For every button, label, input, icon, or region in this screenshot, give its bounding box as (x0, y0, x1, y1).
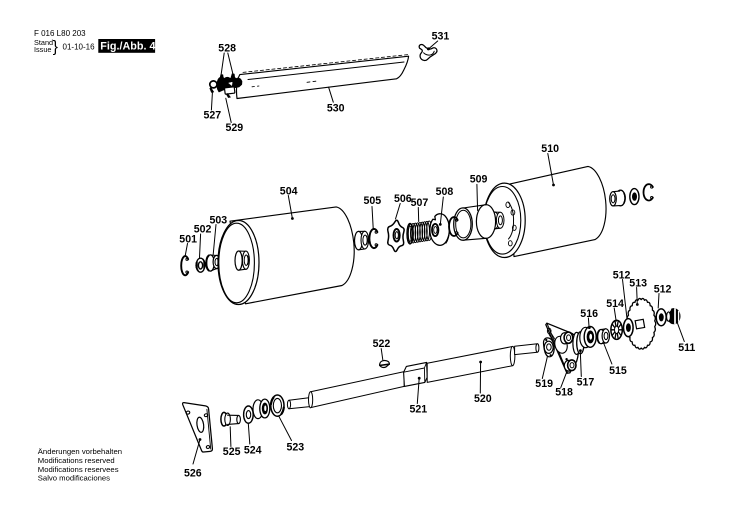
svg-text:507: 507 (411, 197, 429, 209)
svg-text:513: 513 (629, 278, 647, 290)
svg-text:505: 505 (364, 195, 382, 207)
svg-text:Issue: Issue (34, 45, 51, 54)
svg-text:520: 520 (474, 393, 492, 405)
svg-text:Modifications reserved: Modifications reserved (38, 456, 115, 465)
svg-text:519: 519 (535, 378, 553, 390)
svg-text:527: 527 (204, 110, 222, 122)
svg-text:509: 509 (470, 174, 488, 186)
svg-text:515: 515 (609, 365, 627, 377)
svg-text:514: 514 (606, 298, 624, 310)
svg-text:Stand: Stand (34, 38, 53, 47)
svg-text:531: 531 (432, 31, 450, 43)
svg-text:523: 523 (287, 441, 305, 453)
svg-text:525: 525 (223, 446, 241, 458)
svg-text:503: 503 (210, 215, 228, 227)
svg-text:502: 502 (194, 224, 212, 236)
svg-text:512: 512 (613, 270, 631, 282)
svg-text:Fig./Abb. 4: Fig./Abb. 4 (100, 41, 155, 53)
svg-text:516: 516 (580, 308, 598, 320)
svg-text:506: 506 (394, 193, 412, 205)
svg-text:01-10-16: 01-10-16 (63, 43, 96, 52)
svg-text:530: 530 (327, 102, 345, 114)
svg-text:522: 522 (373, 338, 391, 350)
svg-text:Salvo modificaciones: Salvo modificaciones (38, 474, 110, 483)
svg-text:529: 529 (226, 122, 244, 134)
svg-text:501: 501 (179, 233, 197, 245)
svg-text:521: 521 (410, 403, 428, 415)
svg-text:518: 518 (555, 387, 573, 399)
svg-text:511: 511 (678, 342, 695, 354)
svg-text:512: 512 (654, 284, 672, 296)
svg-text:508: 508 (436, 186, 454, 198)
svg-text:504: 504 (280, 186, 298, 198)
svg-text:526: 526 (184, 468, 202, 480)
svg-text:528: 528 (218, 43, 236, 55)
svg-text:F 016 L80 203: F 016 L80 203 (34, 29, 86, 38)
svg-text:517: 517 (577, 377, 595, 389)
svg-text:Änderungen vorbehalten: Änderungen vorbehalten (38, 447, 122, 456)
svg-text:510: 510 (541, 143, 559, 155)
svg-text:Modifications reservees: Modifications reservees (38, 465, 119, 474)
svg-text:}: } (53, 39, 58, 56)
svg-text:524: 524 (244, 445, 262, 457)
